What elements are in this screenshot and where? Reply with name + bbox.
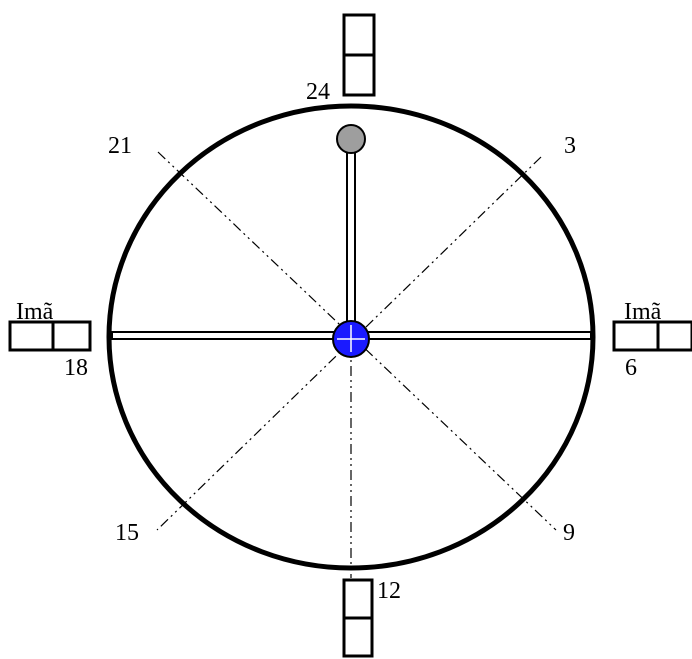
hour-label-15: 15 [115,520,139,546]
hour-label-12: 12 [377,578,401,604]
right-magnet [612,320,692,352]
magnet-label-left: Imã [16,299,54,325]
hour-label-21: 21 [108,133,132,159]
dial-circle [106,103,596,571]
hour-label-24: 24 [306,79,330,105]
hour-label-18: 18 [64,355,88,381]
top-coil [342,13,376,97]
hour-label-9: 9 [563,520,575,546]
left-magnet [8,320,92,352]
magnet-label-right: Imã [624,299,662,325]
hour-label-6: 6 [625,355,637,381]
hour-label-3: 3 [564,133,576,159]
top-ball [336,124,366,154]
vertical-rod [346,144,356,338]
bottom-coil [342,578,374,658]
